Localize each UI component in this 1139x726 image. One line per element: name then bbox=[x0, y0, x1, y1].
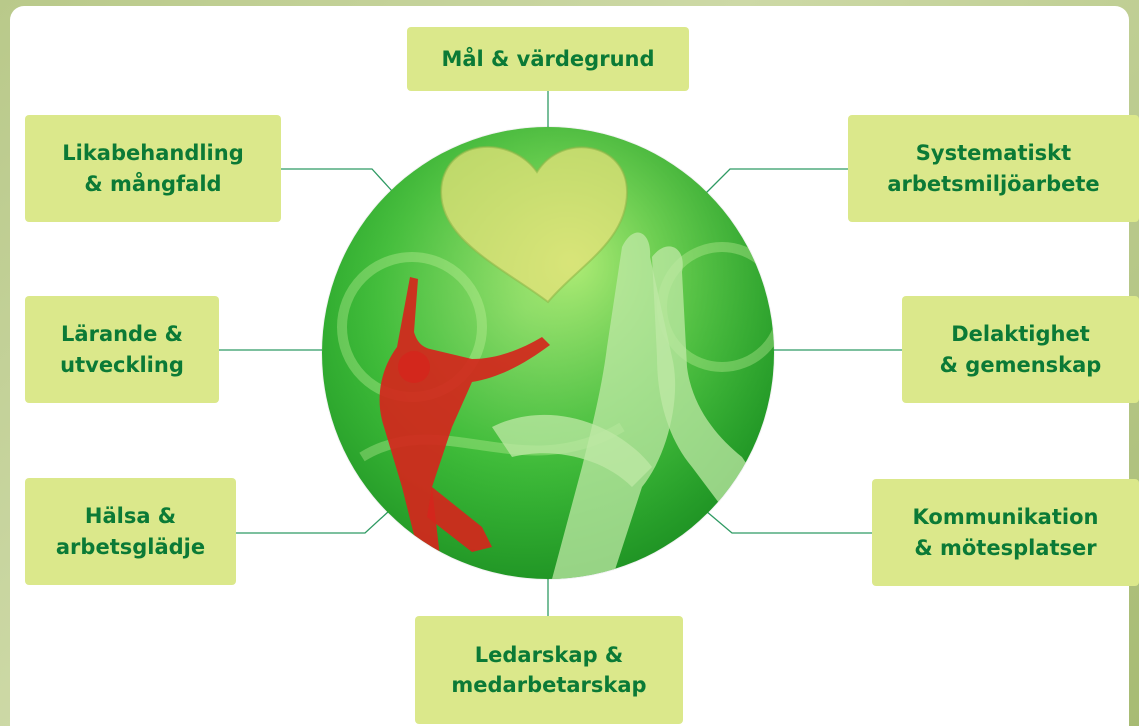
box-label: Mål & värdegrund bbox=[441, 46, 655, 71]
box-systematiskt-arbetsmiljoarbete: Systematiskt arbetsmiljöarbete bbox=[848, 115, 1139, 222]
box-label-line1: Ledarskap & bbox=[474, 642, 624, 667]
box-larande-utveckling: Lärande & utveckling bbox=[25, 296, 219, 403]
box-label-line1: Likabehandling bbox=[62, 141, 244, 166]
box-label-line2: & gemenskap bbox=[939, 352, 1102, 377]
box-label-line2: medarbetarskap bbox=[451, 673, 647, 697]
box-label-line1: Lärande & bbox=[61, 322, 183, 347]
box-label-line2: utveckling bbox=[60, 352, 184, 377]
box-likabehandling: Likabehandling & mångfald bbox=[25, 115, 281, 222]
heart-image bbox=[440, 145, 629, 304]
box-halsa-arbetsgladje: Hälsa & arbetsglädje bbox=[25, 478, 236, 585]
box-delaktighet-gemenskap: Delaktighet & gemenskap bbox=[902, 296, 1139, 403]
box-mal-vardegrund: Mål & värdegrund bbox=[407, 27, 689, 91]
box-label-line2: & mångfald bbox=[84, 171, 222, 196]
central-illustration bbox=[322, 127, 774, 579]
box-label-line2: arbetsmiljöarbete bbox=[887, 171, 1100, 196]
box-kommunikation-motesplatser: Kommunikation & mötesplatser bbox=[872, 479, 1139, 586]
raised-hands-image bbox=[492, 232, 762, 579]
box-label-line1: Hälsa & bbox=[84, 504, 177, 529]
box-label-line1: Systematiskt bbox=[915, 141, 1072, 166]
box-label-line2: & mötesplatser bbox=[914, 535, 1097, 560]
dancing-woman-image bbox=[379, 277, 550, 567]
box-ledarskap-medarbetarskap: Ledarskap & medarbetarskap bbox=[415, 616, 683, 724]
box-label-line1: Delaktighet bbox=[951, 322, 1090, 347]
box-label-line2: arbetsglädje bbox=[55, 534, 206, 559]
box-label-line1: Kommunikation bbox=[912, 505, 1099, 530]
